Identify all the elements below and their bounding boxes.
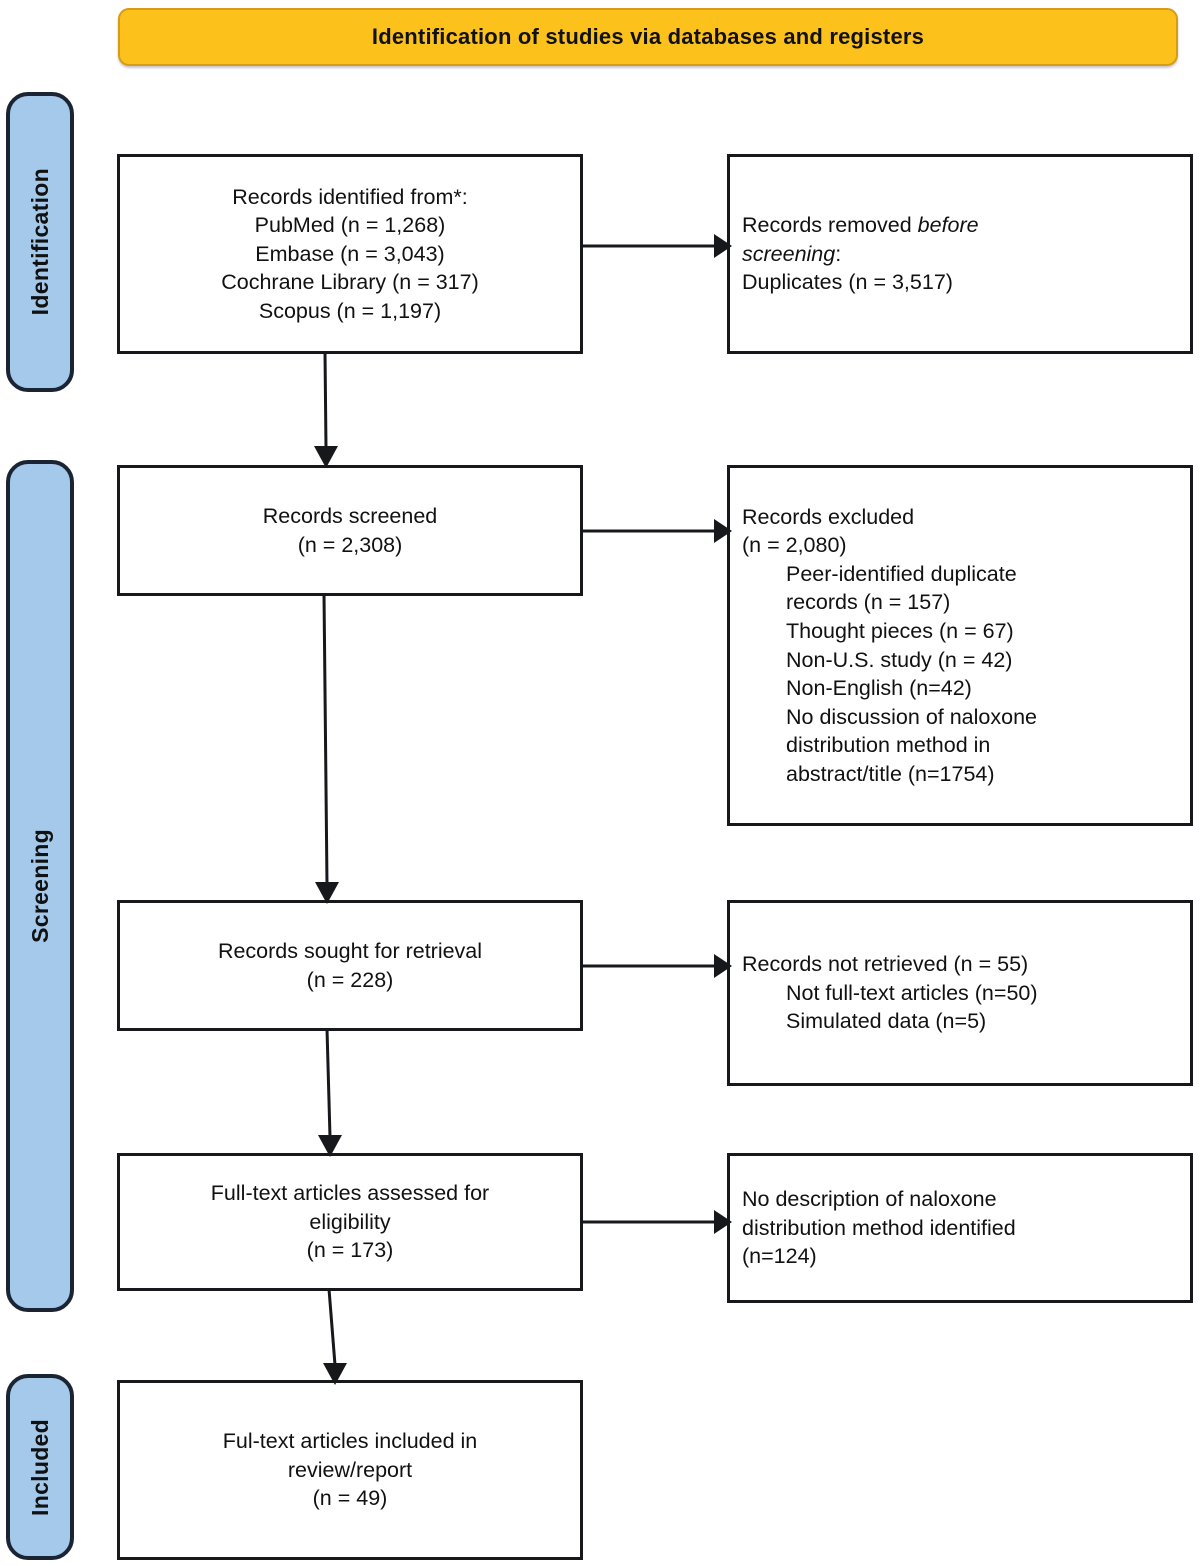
- phase-label-included-text: Included: [26, 1418, 53, 1516]
- phase-label-screening-text: Screening: [26, 829, 53, 943]
- included-studies-line-1: Ful-text articles included in: [222, 1429, 478, 1454]
- records-removed-prefix: Records removed: [742, 213, 918, 238]
- phase-label-screening: Screening: [6, 460, 74, 1312]
- box-records-identified: Records identified from*: PubMed (n = 1,…: [117, 154, 583, 354]
- box-records-screened: Records screened (n = 2,308): [117, 465, 583, 596]
- records-excluded-count: (n = 2,080): [742, 533, 847, 558]
- records-excluded-label: Records excluded: [742, 504, 915, 529]
- records-removed-line-2: screening:: [742, 240, 1178, 269]
- records-identified-embase: Embase (n = 3,043): [255, 241, 445, 266]
- records-not-retrieved-reason-2: Simulated data (n=5): [786, 1009, 987, 1034]
- arrow-sought-to-assessed: [318, 1028, 342, 1157]
- arrow-identified-to-removed: [580, 234, 732, 258]
- records-screened-count: (n = 2,308): [297, 532, 403, 557]
- included-studies-count: (n = 49): [312, 1486, 388, 1511]
- arrow-sought-to-not-retrieved: [580, 954, 732, 978]
- arrow-screened-to-sought: [315, 593, 339, 904]
- included-studies-line-2: review/report: [287, 1457, 413, 1482]
- records-screened-label: Records screened: [262, 503, 438, 528]
- arrow-identified-to-screened: [314, 351, 338, 468]
- records-removed-emphasis-screening: screening: [742, 241, 836, 266]
- fulltext-assessed-line-1: Full-text articles assessed for: [210, 1181, 490, 1206]
- records-not-retrieved-label: Records not retrieved (n = 55): [742, 952, 1029, 977]
- no-description-line-1: No description of naloxone: [742, 1187, 997, 1212]
- box-records-not-retrieved: Records not retrieved (n = 55) Not full-…: [727, 900, 1193, 1086]
- records-excluded-reason-4: Non-English (n=42): [786, 676, 972, 701]
- box-no-description: No description of naloxone distribution …: [727, 1153, 1193, 1303]
- phase-label-identification: Identification: [6, 92, 74, 392]
- records-not-retrieved-reason-1: Not full-text articles (n=50): [786, 980, 1038, 1005]
- box-fulltext-assessed: Full-text articles assessed for eligibil…: [117, 1153, 583, 1291]
- records-removed-line-1: Records removed before: [742, 211, 1178, 240]
- box-records-removed: Records removed before screening: Duplic…: [727, 154, 1193, 354]
- records-excluded-reason-5: No discussion of naloxone distribution m…: [786, 704, 1037, 786]
- box-records-sought: Records sought for retrieval (n = 228): [117, 900, 583, 1031]
- arrow-assessed-to-no-description: [580, 1210, 732, 1234]
- records-sought-label: Records sought for retrieval: [217, 938, 483, 963]
- no-description-count: (n=124): [742, 1244, 817, 1269]
- diagram-title: Identification of studies via databases …: [371, 24, 925, 49]
- records-excluded-reason-3: Non-U.S. study (n = 42): [786, 647, 1013, 672]
- fulltext-assessed-count: (n = 173): [306, 1238, 394, 1263]
- records-identified-scopus: Scopus (n = 1,197): [258, 298, 442, 323]
- records-excluded-reason-2: Thought pieces (n = 67): [786, 618, 1014, 643]
- box-included-studies: Ful-text articles included in review/rep…: [117, 1380, 583, 1560]
- phase-label-identification-text: Identification: [26, 168, 53, 316]
- records-removed-duplicates: Duplicates (n = 3,517): [742, 270, 953, 295]
- records-identified-heading: Records identified from*:: [232, 184, 468, 209]
- diagram-title-banner: Identification of studies via databases …: [118, 8, 1178, 66]
- records-excluded-reason-1: Peer-identified duplicate records (n = 1…: [786, 561, 1017, 615]
- records-removed-emphasis-before: before: [917, 213, 979, 238]
- records-identified-cochrane: Cochrane Library (n = 317): [221, 270, 479, 295]
- records-removed-colon: :: [835, 241, 842, 266]
- fulltext-assessed-line-2: eligibility: [309, 1209, 391, 1234]
- records-identified-pubmed: PubMed (n = 1,268): [254, 213, 446, 238]
- box-records-excluded: Records excluded (n = 2,080) Peer-identi…: [727, 465, 1193, 826]
- arrow-screened-to-excluded: [580, 519, 732, 543]
- no-description-line-2: distribution method identified: [742, 1215, 1016, 1240]
- arrow-assessed-to-included: [323, 1288, 347, 1385]
- records-sought-count: (n = 228): [306, 967, 394, 992]
- phase-label-included: Included: [6, 1374, 74, 1560]
